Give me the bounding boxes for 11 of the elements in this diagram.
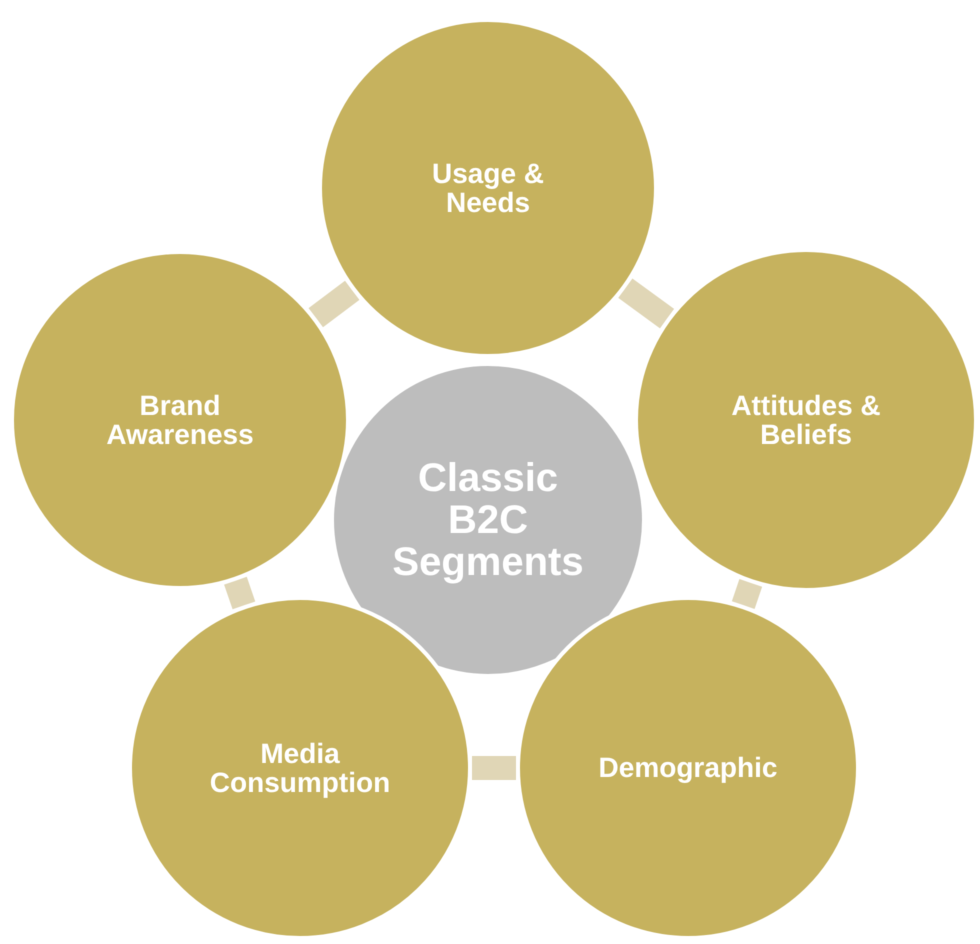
segment-label: Media Consumption	[208, 738, 392, 798]
connector-bar	[224, 576, 256, 610]
segment-label: Demographic	[598, 753, 778, 783]
connector-bar	[308, 280, 360, 328]
connector-bar	[618, 278, 674, 328]
segment-label: Classic B2C Segments	[392, 457, 584, 583]
connector-bar	[472, 756, 516, 780]
connector-bar	[732, 579, 762, 609]
segment-label: Attitudes & Beliefs	[730, 390, 882, 450]
segment-label: Usage & Needs	[430, 158, 546, 218]
segment-label: Brand Awareness	[105, 390, 255, 450]
